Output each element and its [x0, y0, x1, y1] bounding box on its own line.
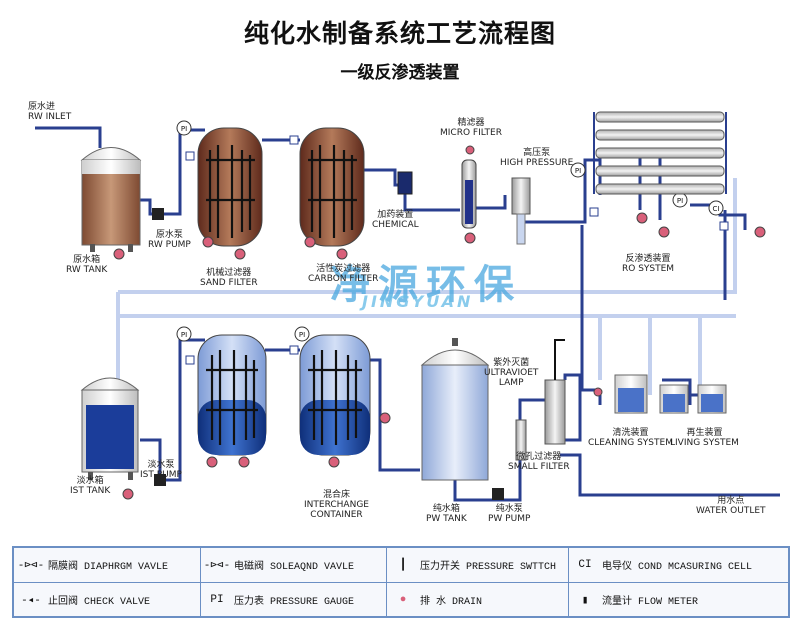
living-system: [659, 384, 727, 414]
carbon-filter: [299, 127, 365, 247]
legend-text: 压力表 PRESSURE GAUGE: [234, 597, 355, 608]
svg-text:PI: PI: [181, 125, 187, 133]
pressure-switch-icon: ┃: [399, 560, 407, 572]
legend: -⊳⊲-隔膜阀 DIAPHRGM VAVLE -⊳⊲-电磁阀 SOLEAQND …: [12, 546, 790, 618]
cleaning-system: [614, 374, 648, 414]
watermark-en: JINGYUAN: [362, 292, 474, 311]
drain-icon: ●: [399, 594, 407, 606]
legend-divider: [14, 582, 788, 583]
legend-text: 压力开关 PRESSURE SWTTCH: [420, 562, 557, 573]
pressure-gauge-icon: PI: [210, 594, 224, 606]
rw-tank: [80, 147, 142, 252]
page-title: 纯化水制备系统工艺流程图: [243, 19, 556, 48]
ist-pump: [154, 474, 166, 486]
legend-text: 排 水 DRAIN: [420, 597, 483, 608]
high-pressure-pump: [511, 177, 531, 245]
legend-text: 电导仪 COND MCASURING CELL: [602, 562, 753, 573]
watermark-cn: 净源环保: [330, 262, 522, 308]
flow-meter-icon: ▮: [581, 595, 589, 607]
small-filter: [515, 419, 527, 461]
sand-filter: [197, 127, 263, 247]
rw-pump: [152, 208, 164, 220]
svg-text:PI: PI: [181, 331, 187, 339]
uv-lamp: [544, 339, 566, 445]
svg-text:CI: CI: [713, 205, 720, 213]
pressure-gauge-icon: PI PI PI PI PI: [176, 120, 688, 342]
cond-cell-icon: CI: [578, 559, 592, 571]
chemical-dosing-unit: [397, 171, 413, 195]
svg-text:PI: PI: [575, 167, 581, 175]
ro-system: [593, 111, 727, 195]
legend-text: 止回阀 CHECK VALVE: [48, 597, 151, 608]
process-flow-diagram: PI PI PI PI PI CI: [35, 111, 780, 502]
ist-tank: [80, 377, 140, 480]
drain-icon: [113, 248, 125, 260]
cond-cell-icon: CI: [708, 200, 724, 216]
check-valve-icon: -◂-: [21, 595, 41, 607]
pw-tank: [420, 338, 490, 481]
legend-text: 隔膜阀 DIAPHRGM VAVLE: [48, 562, 169, 573]
diaphragm-valve-icon: -⊳⊲-: [17, 560, 45, 572]
interchange-container-1: [197, 334, 267, 456]
solenoid-valve-icon: -⊳⊲-: [203, 560, 231, 572]
valve-icon: [185, 135, 729, 365]
svg-text:PI: PI: [677, 197, 683, 205]
svg-text:PI: PI: [299, 331, 305, 339]
pw-pump: [492, 488, 504, 500]
legend-text: 电磁阀 SOLEAQND VAVLE: [234, 562, 355, 573]
interchange-container-2: [299, 334, 371, 456]
legend-text: 流量计 FLOW METER: [602, 597, 699, 608]
micro-filter: [461, 159, 477, 229]
page-subtitle: 一级反渗透装置: [340, 63, 460, 83]
